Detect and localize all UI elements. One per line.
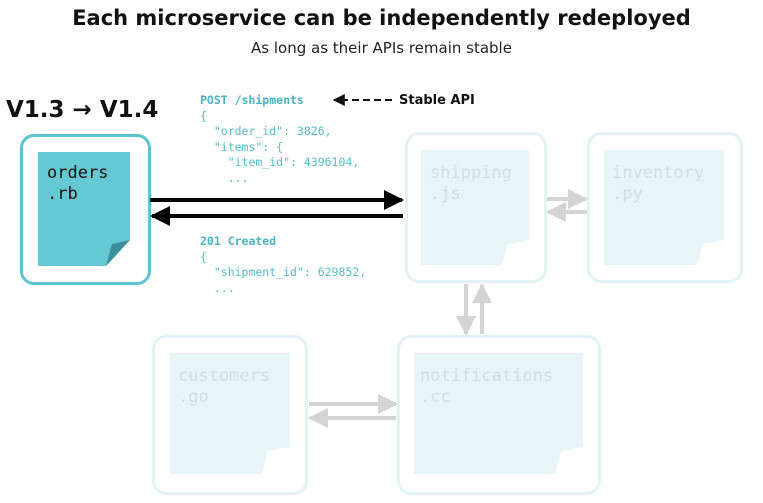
customers-document-icon xyxy=(170,353,290,474)
inventory-service-label: inventory .py xyxy=(612,163,705,204)
response-payload: 201 Created { "shipment_id": 629852, ... xyxy=(200,234,366,296)
page-title: Each microservice can be independently r… xyxy=(72,6,691,30)
shipping-document-icon xyxy=(421,150,529,265)
customers-service-label: customers .go xyxy=(178,366,271,407)
version-change-label: V1.3 → V1.4 xyxy=(6,97,159,123)
request-header: POST /shipments xyxy=(200,93,304,107)
shipping-service-label: shipping .js xyxy=(430,163,512,204)
response-body: { "shipment_id": 629852, ... xyxy=(200,249,367,295)
orders-document-icon xyxy=(38,152,130,266)
response-header: 201 Created xyxy=(200,234,277,248)
notifications-service-label: notifications .cc xyxy=(420,366,554,407)
stable-api-label: Stable API xyxy=(399,93,475,108)
request-body: { "order_id": 3826, "items": { "item_id"… xyxy=(200,108,360,185)
page-subtitle: As long as their APIs remain stable xyxy=(251,39,512,57)
inventory-document-icon xyxy=(604,150,724,265)
notifications-document-icon xyxy=(414,353,583,474)
orders-service-label: orders .rb xyxy=(47,163,109,204)
request-payload: POST /shipments { "order_id": 3826, "ite… xyxy=(200,93,359,186)
